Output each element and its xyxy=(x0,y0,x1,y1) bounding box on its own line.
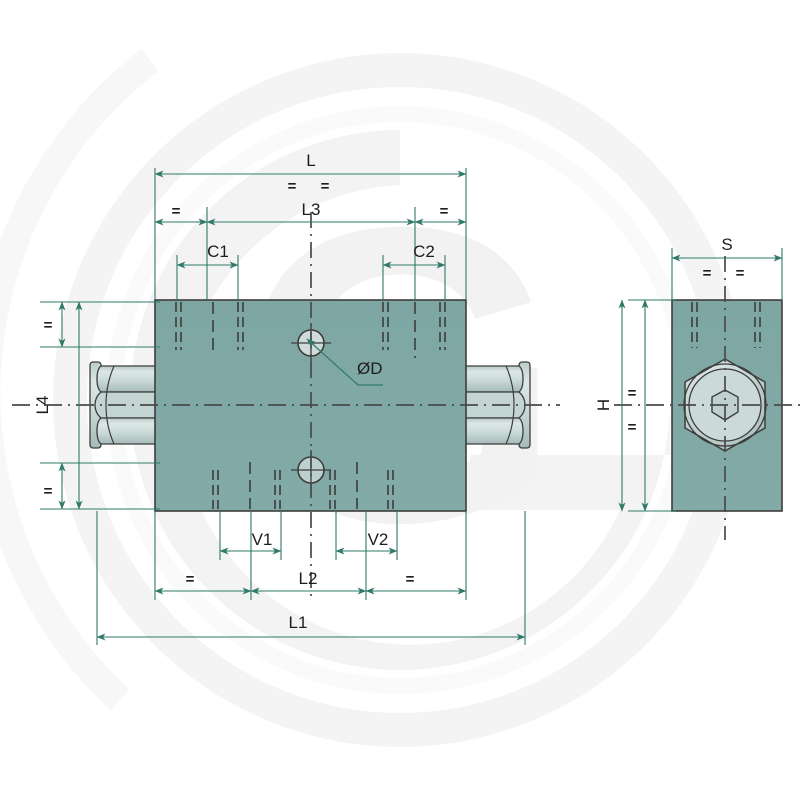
eq-mark-L2-left: = xyxy=(186,571,195,588)
fitting-left xyxy=(89,361,162,449)
dim-label-C2: C2 xyxy=(413,242,435,261)
eq-mark-top-L-left: = xyxy=(288,178,297,195)
eq-mark-H-bot: = xyxy=(628,419,637,436)
dim-label-L3: L3 xyxy=(302,200,321,219)
dim-label-S: S xyxy=(721,235,732,254)
fitting-left-chamfer xyxy=(105,365,115,445)
dim-label-C1: C1 xyxy=(207,242,229,261)
fitting-right-flat-bot xyxy=(458,417,524,445)
fitting-right-chamfer xyxy=(505,365,515,445)
leader-diameter xyxy=(306,338,383,386)
eq-mark-L3-left: = xyxy=(172,203,181,220)
dim-label-L: L xyxy=(306,151,315,170)
eq-mark-L4-bot: = xyxy=(44,483,53,500)
side-view xyxy=(614,256,800,540)
dim-label-V1: V1 xyxy=(252,530,273,549)
dim-label-diameter: ØD xyxy=(357,359,383,378)
dim-label-V2: V2 xyxy=(368,530,389,549)
eq-mark-top-L-right: = xyxy=(321,178,330,195)
leader-line-diameter xyxy=(306,338,383,386)
eq-mark-S-right: = xyxy=(736,265,745,282)
eq-mark-S-left: = xyxy=(703,265,712,282)
dimension-group-bottom xyxy=(96,511,526,645)
equal-marks: = = = = = = = = = = = = xyxy=(44,178,745,588)
eq-mark-L4-top: = xyxy=(44,317,53,334)
eq-mark-H-top: = xyxy=(628,385,637,402)
eq-mark-L2-right: = xyxy=(406,571,415,588)
dim-label-L1: L1 xyxy=(289,613,308,632)
eq-mark-L3-right: = xyxy=(440,203,449,220)
dimension-group-top xyxy=(154,168,467,300)
fitting-left-flat-top xyxy=(96,365,162,393)
dim-label-L2: L2 xyxy=(299,569,318,588)
dimension-group-side xyxy=(618,248,783,512)
hidden-lines-side xyxy=(691,302,761,348)
front-view xyxy=(12,212,560,600)
fitting-right-flat-top xyxy=(458,365,524,393)
dimension-labels: L L3 C1 C2 L4 V1 V2 L2 L1 ØD H S xyxy=(33,151,733,632)
fitting-left-flat-bot xyxy=(96,417,162,445)
dim-label-H: H xyxy=(594,399,613,411)
dimension-group-left xyxy=(40,301,160,510)
hidden-lines-front xyxy=(175,302,446,509)
dim-label-L4: L4 xyxy=(33,396,52,415)
